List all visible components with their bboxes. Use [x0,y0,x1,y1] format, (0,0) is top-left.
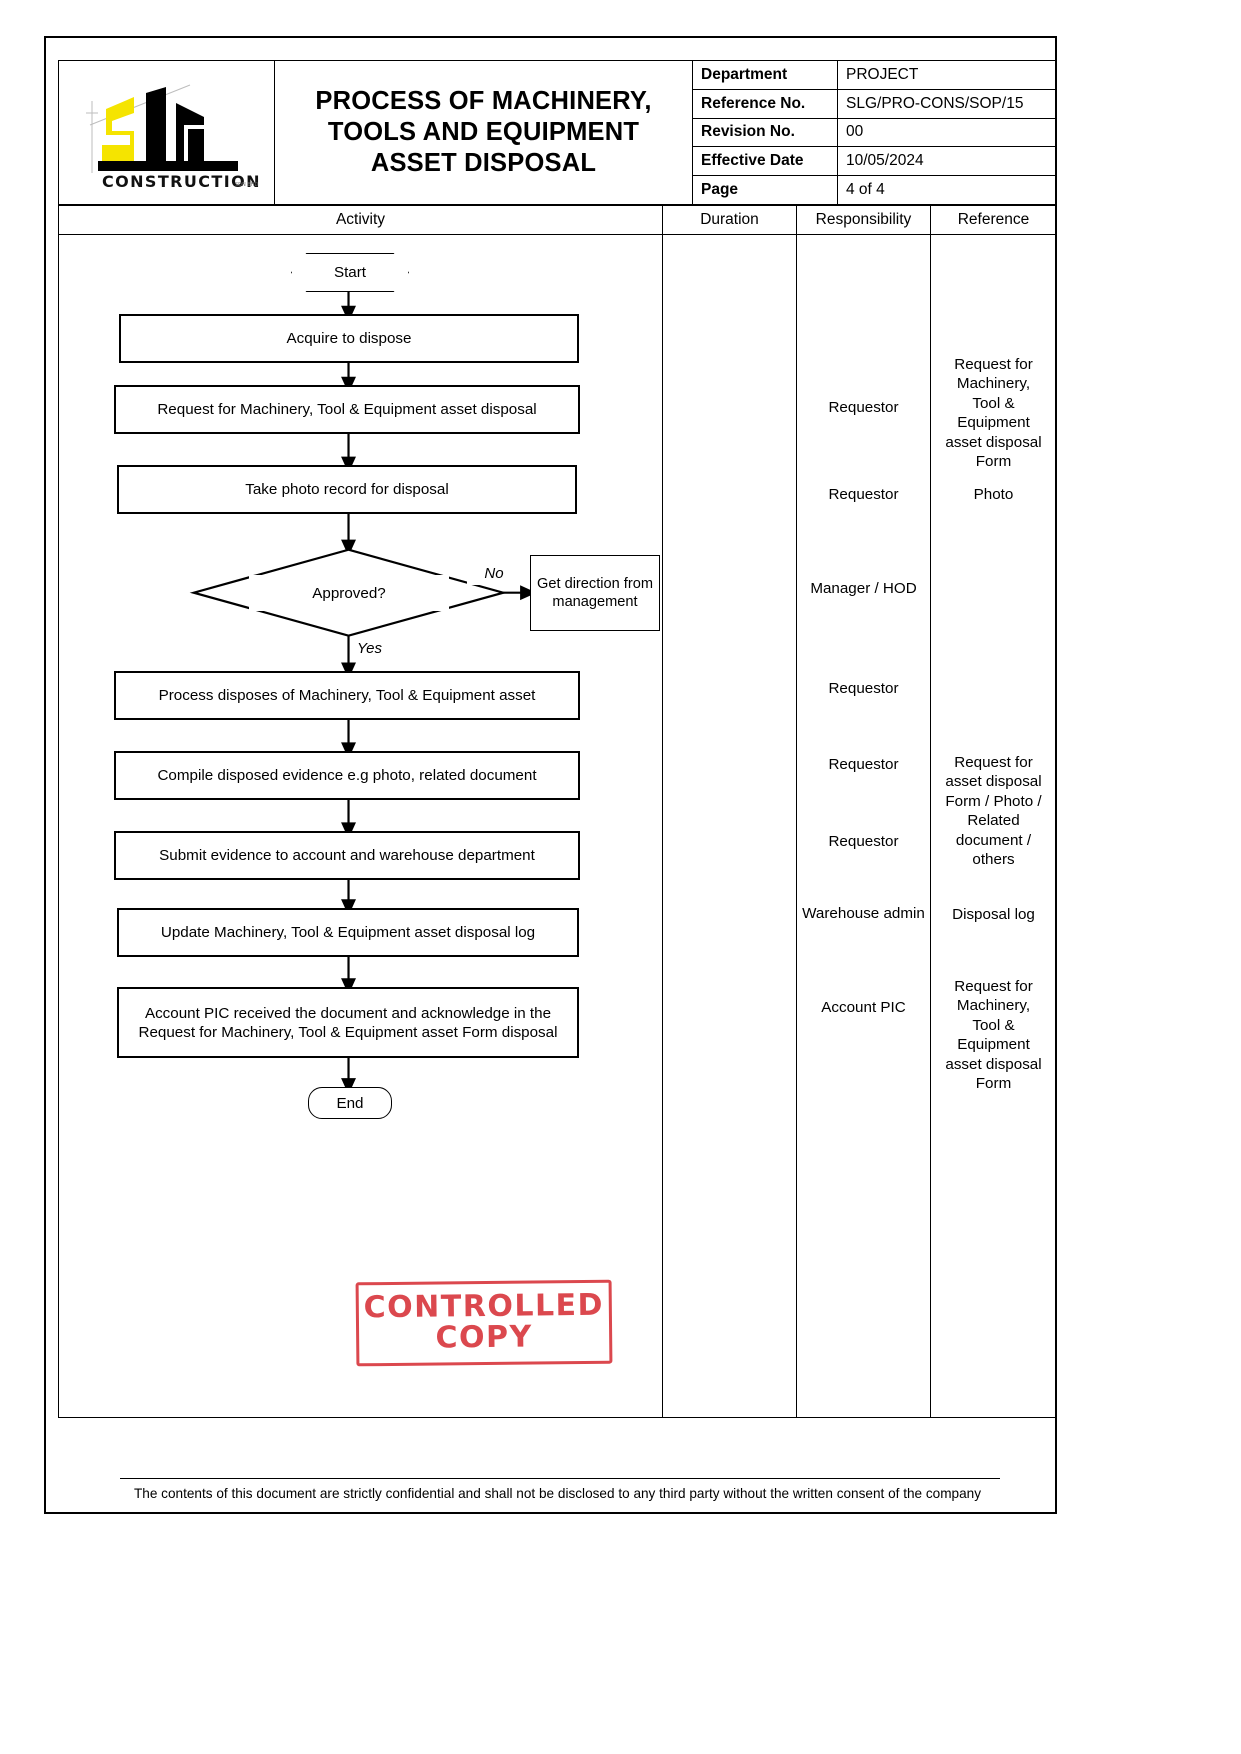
meta-value: 00 [846,123,864,141]
meta-value: PROJECT [846,65,919,83]
controlled-copy-stamp: CONTROLLED COPY [355,1279,613,1367]
flow-step-label: Acquire to dispose [286,330,412,347]
stamp-line-2: COPY [435,1319,533,1356]
reference-cell: Request for asset disposal Form / Photo … [945,754,1042,869]
footer-confidentiality-note: The contents of this document are strict… [133,1486,982,1501]
footer-divider [120,1478,1000,1479]
flow-step-submit-evidence: Submit evidence to account and warehouse… [114,831,580,880]
meta-key: Page [693,176,838,204]
flow-branch-no-label: No [467,563,521,585]
responsibility-cell: Manager / HOD [810,580,917,597]
flow-end-terminator: End [308,1087,392,1119]
document-meta-table: Department PROJECT Reference No. SLG/PRO… [693,61,1056,204]
document-title: PROCESS OF MACHINERY, TOOLS AND EQUIPMEN… [315,86,651,179]
flow-start-label: Start [333,264,367,281]
flow-step-label: Take photo record for disposal [245,481,449,498]
flow-step-label: Get direction from management [537,575,653,610]
responsibility-cell: Requestor [828,680,899,697]
meta-key: Department [693,61,838,89]
meta-key: Effective Date [693,147,838,176]
meta-value: SLG/PRO-CONS/SOP/15 [846,94,1024,112]
responsibility-cell: Requestor [828,756,899,773]
document-header: CONSTRUCTION SDN BHD PROCESS OF MACHINER… [58,60,1057,205]
flow-step-take-photo-record: Take photo record for disposal [117,465,577,514]
column-header-reference: Reference [957,211,1030,228]
flow-step-label: Submit evidence to account and warehouse… [159,847,535,864]
flow-step-request-disposal: Request for Machinery, Tool & Equipment … [114,385,580,434]
title-line-3: ASSET DISPOSAL [370,149,597,178]
reference-column: Request for Machinery, Tool & Equipment … [931,235,1056,1417]
flow-step-acquire-to-dispose: Acquire to dispose [119,314,579,363]
stamp-line-1: CONTROLLED [363,1287,605,1326]
title-line-1: PROCESS OF MACHINERY, [315,86,652,115]
meta-value: 10/05/2024 [846,152,924,170]
slg-construction-logo-icon: CONSTRUCTION SDN BHD [72,73,262,193]
flow-step-label: Request for Machinery, Tool & Equipment … [157,401,537,418]
meta-key: Revision No. [693,118,838,147]
flowchart: Start Acquire to dispose Request for Mac… [59,235,662,1417]
table-body: Start Acquire to dispose Request for Mac… [59,235,1056,1417]
reference-cell: Disposal log [952,906,1035,923]
flow-decision-approved: Approved? [249,575,449,611]
meta-row-department: Department PROJECT [693,61,1056,90]
flow-decision-label: Approved? [312,584,386,602]
flow-step-process-disposes: Process disposes of Machinery, Tool & Eq… [114,671,580,720]
column-header-activity: Activity [59,206,663,234]
flow-step-get-direction-from-management: Get direction from management [530,555,660,631]
meta-row-effective-date: Effective Date 10/05/2024 [693,147,1056,177]
document-title-cell: PROCESS OF MACHINERY, TOOLS AND EQUIPMEN… [275,61,693,204]
activity-column: Start Acquire to dispose Request for Mac… [59,235,663,1417]
responsibility-cell: Warehouse admin [802,905,925,922]
flow-end-label: End [336,1094,364,1112]
flow-step-account-pic-received: Account PIC received the document and ac… [117,987,579,1058]
flow-step-label: Process disposes of Machinery, Tool & Eq… [158,687,536,704]
reference-cell: Photo [973,486,1014,503]
column-header-responsibility: Responsibility [797,206,931,234]
title-line-2: TOOLS AND EQUIPMENT [327,117,640,146]
flow-step-compile-evidence: Compile disposed evidence e.g photo, rel… [114,751,580,800]
responsibility-cell: Requestor [828,399,899,416]
meta-key: Reference No. [693,89,838,118]
reference-cell: Request for Machinery, Tool & Equipment … [945,978,1042,1093]
flow-step-label: Account PIC received the document and ac… [138,1004,558,1041]
flow-step-label: Update Machinery, Tool & Equipment asset… [160,924,536,941]
meta-row-page: Page 4 of 4 [693,176,1056,204]
responsibility-cell: Requestor [828,833,899,850]
svg-text:SDN BHD: SDN BHD [235,182,259,188]
column-header-duration: Duration [663,206,797,234]
meta-value: 4 of 4 [846,181,885,199]
table-header-row: Activity Duration Responsibility Referen… [59,206,1056,235]
flow-branch-yes-label: Yes [357,638,411,660]
flow-step-label: Compile disposed evidence e.g photo, rel… [157,767,537,784]
responsibility-column: Requestor Requestor Manager / HOD Reques… [797,235,931,1417]
reference-cell: Request for Machinery, Tool & Equipment … [945,356,1042,471]
process-table: Activity Duration Responsibility Referen… [58,205,1057,1418]
company-logo-cell: CONSTRUCTION SDN BHD [59,61,275,204]
meta-row-revision-no: Revision No. 00 [693,118,1056,148]
flow-step-update-disposal-log: Update Machinery, Tool & Equipment asset… [117,908,579,957]
meta-row-reference-no: Reference No. SLG/PRO-CONS/SOP/15 [693,89,1056,119]
flow-start-terminator: Start [291,253,409,292]
svg-text:CONSTRUCTION: CONSTRUCTION [102,172,261,191]
responsibility-cell: Requestor [828,486,899,503]
duration-column [663,235,797,1417]
responsibility-cell: Account PIC [821,999,906,1016]
